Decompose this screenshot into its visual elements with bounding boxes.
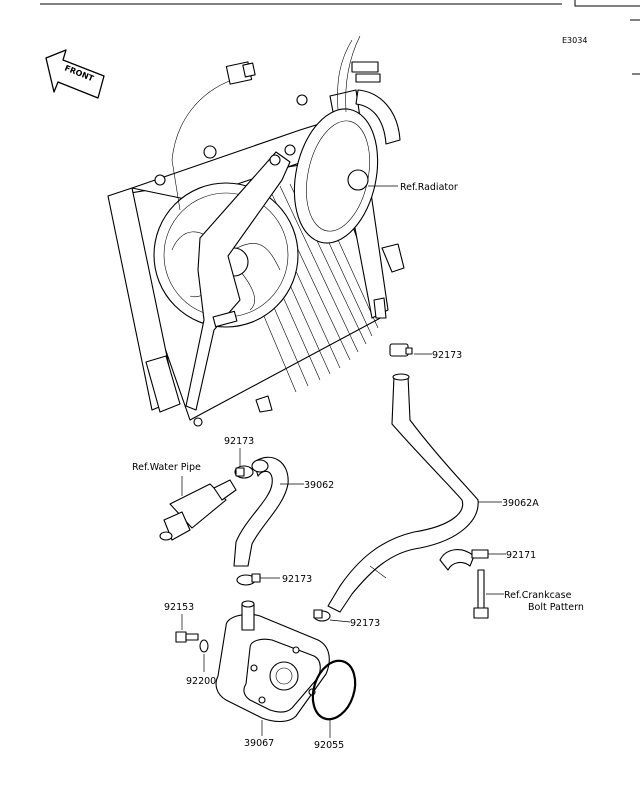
clamp-92173-left (234, 465, 254, 479)
callout-39062: 39062 (304, 480, 334, 491)
callout-92173-c: 92173 (282, 574, 312, 585)
callout-92200: 92200 (186, 676, 216, 687)
o-ring-92055 (311, 659, 357, 721)
washer-92200 (199, 639, 209, 653)
bolt-92153 (175, 631, 199, 643)
callout-ref-crankcase: Ref.Crankcase (504, 590, 572, 601)
callout-39067: 39067 (244, 738, 274, 749)
callout-92173-d: 92173 (350, 618, 380, 629)
crankcase-bolt (473, 569, 489, 619)
clamp-92173-mid (236, 573, 261, 586)
radiator-assembly (107, 89, 405, 427)
callout-ref-water-pipe: Ref.Water Pipe (132, 462, 201, 473)
callout-92171: 92171 (506, 550, 536, 561)
fan-harness (171, 35, 381, 211)
callout-39062a: 39062A (502, 498, 539, 509)
callout-92153: 92153 (164, 602, 194, 613)
water-pipe (159, 479, 237, 541)
clamp-92171 (439, 549, 489, 571)
front-arrow-icon: FRONT (45, 49, 105, 99)
clamp-92173-lower (313, 609, 331, 622)
callout-ref-radiator: Ref.Radiator (400, 182, 458, 193)
clamp-92173-upper: 92173 (389, 343, 462, 361)
hose-39062a (327, 373, 479, 613)
callout-92173-b: 92173 (224, 436, 254, 447)
oil-cooler-39067 (215, 600, 330, 723)
diagram-code: E3034 (562, 36, 587, 45)
callout-92055: 92055 (314, 740, 344, 751)
callout-bolt-pattern: Bolt Pattern (528, 602, 584, 613)
page-frame (40, 0, 640, 75)
callout-92173-a: 92173 (432, 350, 462, 361)
hose-39062 (233, 456, 289, 567)
